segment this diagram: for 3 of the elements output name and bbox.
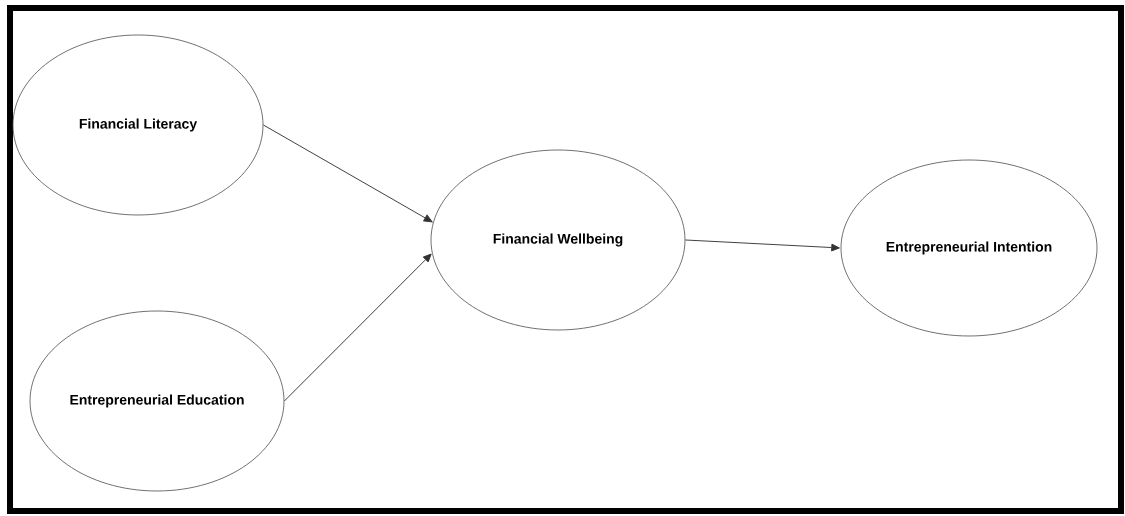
arrow <box>283 253 432 402</box>
arrow <box>262 124 433 223</box>
arrow <box>684 239 840 252</box>
